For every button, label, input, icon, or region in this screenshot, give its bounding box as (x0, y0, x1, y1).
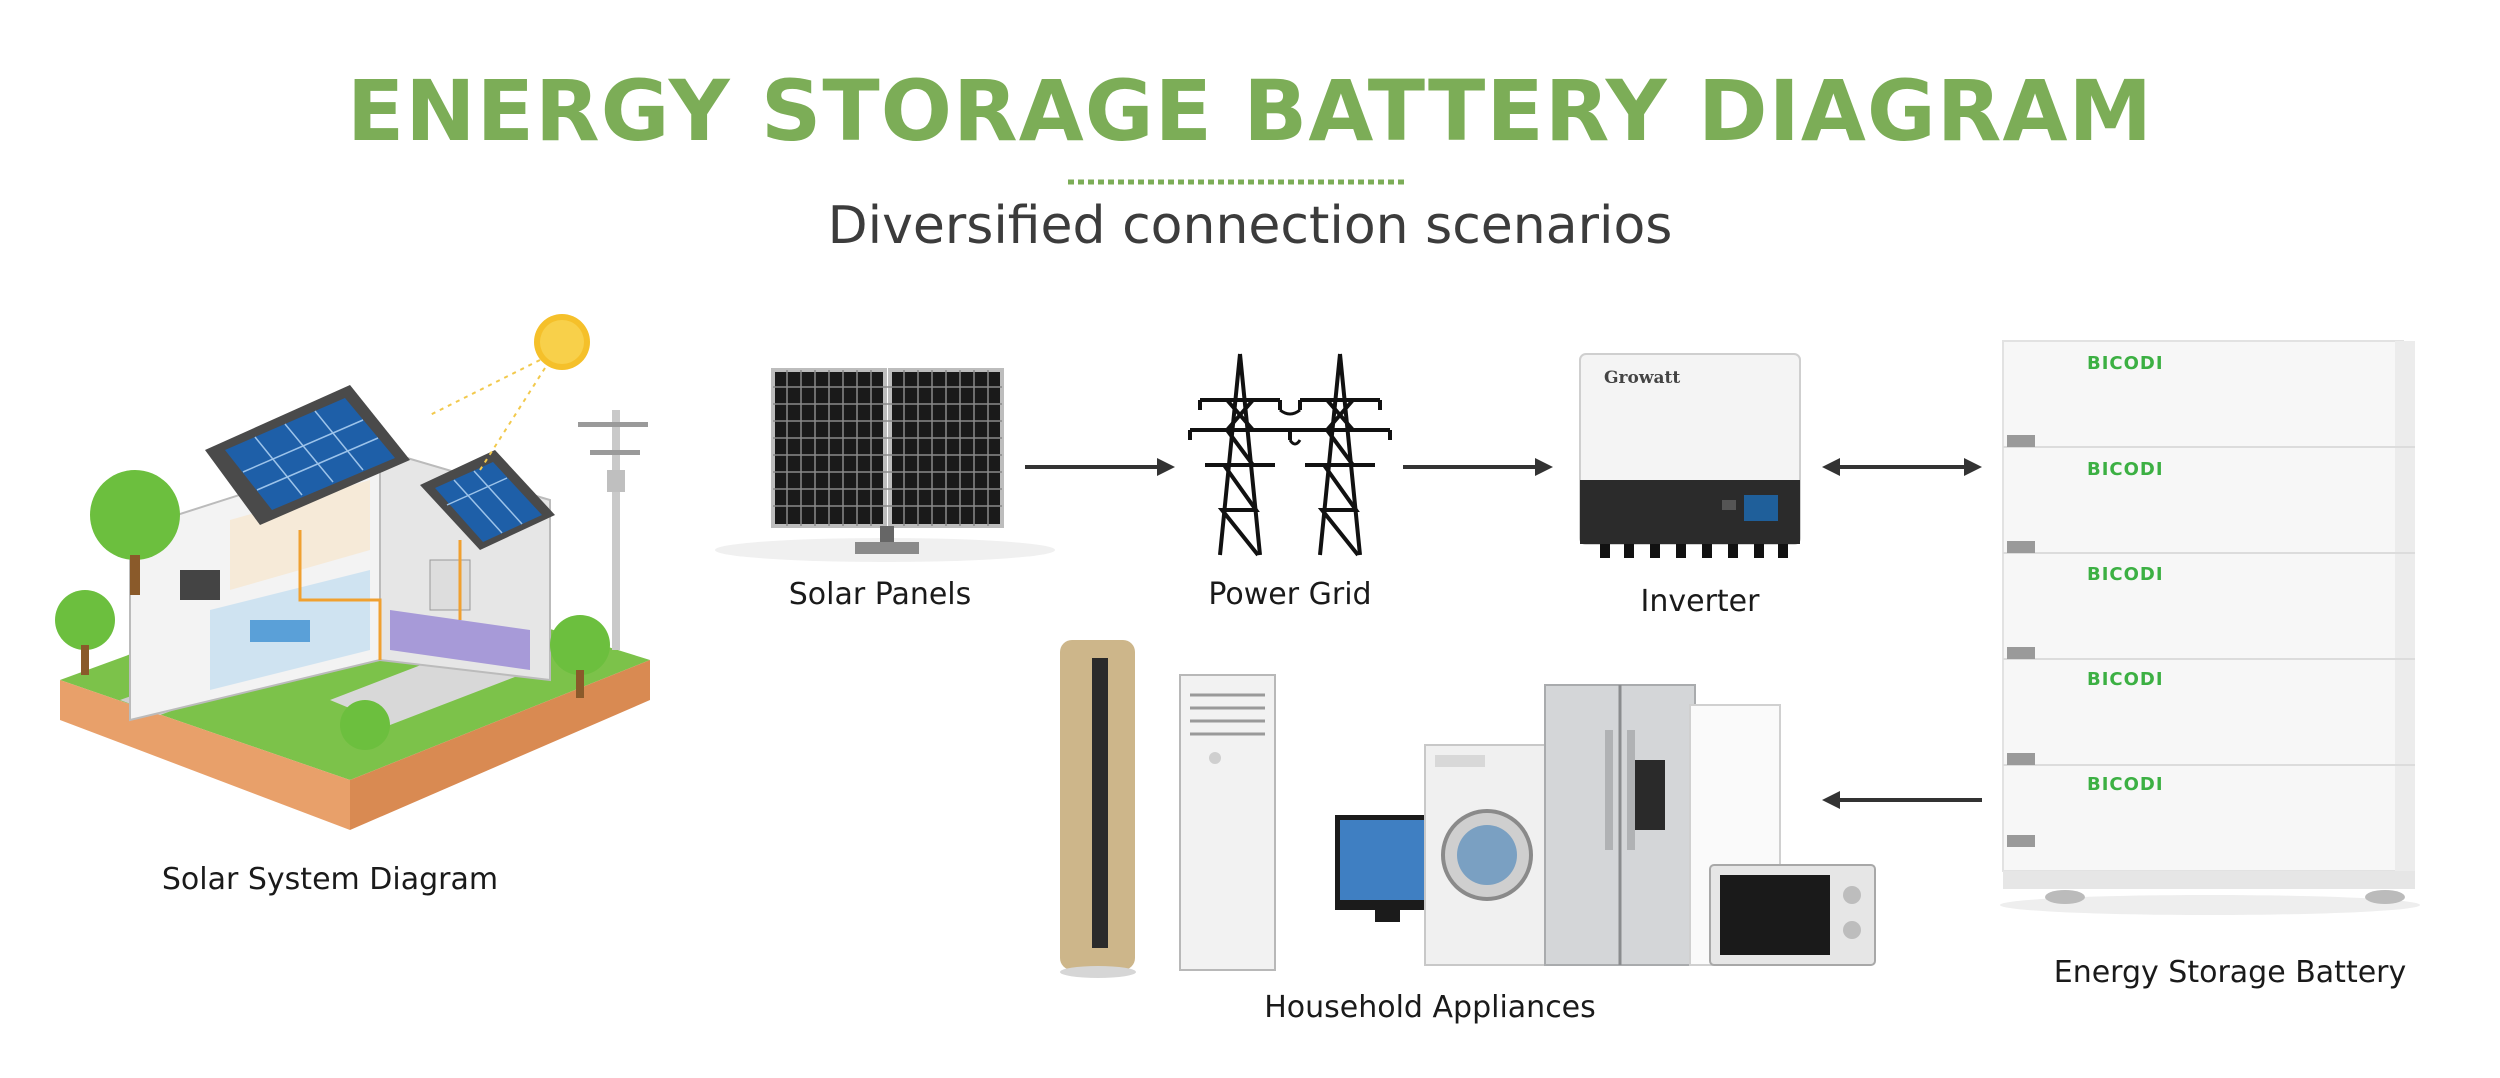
arrow-battery-to-appliances (1822, 788, 1982, 812)
battery-label: Energy Storage Battery (2053, 955, 2407, 990)
battery-brand-2: BICODI (2087, 459, 2164, 480)
solar-system-label: Solar System Diagram (161, 862, 499, 897)
arrow-inverter-battery-bidirectional (1822, 455, 1982, 479)
diagram-subtitle: Diversified connection scenarios (827, 196, 1673, 256)
battery-brand-4: BICODI (2087, 669, 2164, 690)
appliances-label: Household Appliances (1264, 990, 1596, 1025)
power-grid-label: Power Grid (1208, 577, 1372, 612)
inverter-label: Inverter (1640, 584, 1760, 619)
diagram-title: ENERGY STORAGE BATTERY DIAGRAM (346, 62, 2154, 160)
battery-brand-3: BICODI (2087, 564, 2164, 585)
power-grid-icon (1180, 350, 1400, 560)
solar-system-illustration (50, 300, 670, 840)
battery-stack (1995, 335, 2425, 930)
title-divider (1068, 178, 1408, 186)
battery-brand-5: BICODI (2087, 774, 2164, 795)
arrow-panels-to-grid (1025, 455, 1175, 479)
solar-panels-label: Solar Panels (788, 577, 972, 612)
inverter-device (1572, 350, 1812, 565)
inverter-brand: Growatt (1604, 368, 1681, 388)
arrow-grid-to-inverter (1403, 455, 1553, 479)
household-appliances-illustration (1050, 640, 1880, 985)
battery-brand-1: BICODI (2087, 353, 2164, 374)
solar-panels-illustration (715, 350, 1055, 565)
